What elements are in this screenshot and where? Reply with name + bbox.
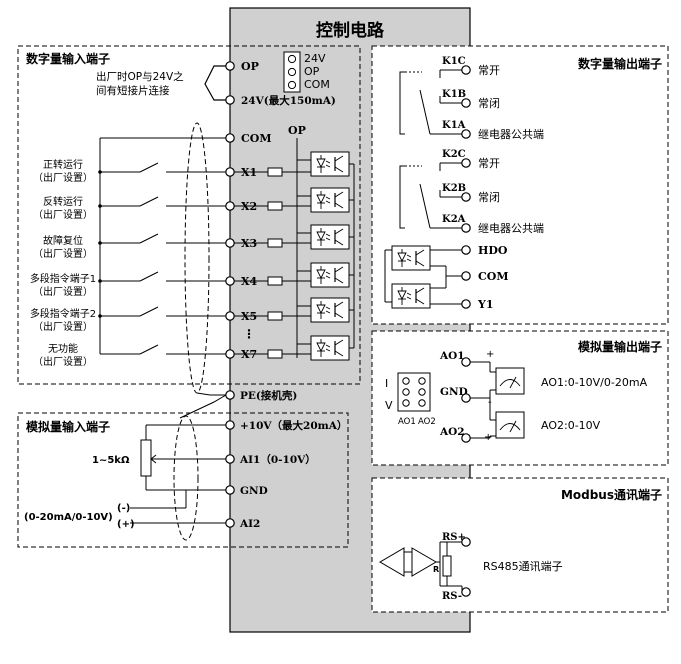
analog-input-title: 模拟量输入端子 [26,419,110,434]
meter-ao2 [495,411,525,439]
diagram-title: 控制电路 [316,20,385,41]
op-24v-jumper-wire [204,65,226,101]
k1b: K1B [442,89,466,100]
ellipsis: ⋮ [243,327,255,341]
func-fault-reset-sub: （出厂设置） [33,247,93,260]
jumper-note-line1: 出厂时OP与24V之 [96,70,184,83]
jumper-note-line2: 间有短接片连接 [96,84,170,97]
terminal-ao1: AO1 [439,350,465,362]
k2b-text: 常闭 [478,191,500,204]
meter2-label: AO2:0-10V [541,419,601,432]
terminal-rs-minus: RS- [442,591,462,602]
terminal-ai2: AI2 [239,518,260,530]
k2c: K2C [442,149,466,160]
digital-input-box [17,45,361,385]
iv-v-label: V [385,399,393,412]
func-reverse: 反转运行 [43,195,83,208]
func-forward: 正转运行 [43,158,83,171]
rs485-transceiver [379,541,463,592]
iv-ao1-label: AO1 [398,417,416,427]
ao2-plus: + [484,432,492,443]
relay1 [399,69,466,135]
terminal-com: COM [241,132,272,145]
jumper-com: COM [304,78,330,91]
func-none: 无功能 [48,342,78,355]
pe-wire [179,392,227,419]
func-multi1: 多段指令端子1 [30,272,96,285]
di-channels [234,167,311,359]
func-fault-reset: 故障复位 [43,234,83,247]
digital-input-title: 数字量输入端子 [26,51,110,66]
func-multi2-sub: （出厂设置） [33,320,93,333]
shield-ellipse-upper [184,122,210,394]
k2a-text: 继电器公共端 [478,222,544,235]
jumper-block [283,51,301,93]
k1a-text: 继电器公共端 [478,128,544,141]
terminal-gnd: GND [240,485,268,497]
external-switch-wiring [99,137,226,355]
k1a: K1A [442,120,466,131]
terminal-rs-plus: RS+ [442,532,466,543]
k1c-text: 常开 [478,64,500,77]
op-bus-label: OP [288,124,306,137]
k2c-text: 常开 [478,157,500,170]
digital-output-box [371,45,669,325]
terminal-10v: +10V（最大20mA） [240,419,347,432]
terminal-ao2: AO2 [439,426,465,438]
func-forward-sub: （出厂设置） [33,171,93,184]
analog-output-title: 模拟量输出端子 [578,339,662,354]
ai2-plus: (+) [117,519,135,530]
terminal-y1: Y1 [477,298,494,311]
meter-ao1 [495,367,525,395]
terminal-pe: PE(接机壳) [240,389,297,402]
ao-meter-wiring [470,361,496,439]
terminal-hdo: HDO [478,244,508,257]
iv-i-label: I [385,377,388,390]
jumper-op: OP [304,65,320,78]
iv-ao2-label: AO2 [418,417,436,427]
terminal-24v: 24V(最大150mA) [241,94,336,107]
analog-input-box [17,412,349,548]
jumper-24v: 24V [304,52,326,65]
func-none-sub: （出厂设置） [33,355,93,368]
shield-ellipse-lower [173,415,199,541]
ao1-minus: - [488,397,492,408]
modbus-title: Modbus通讯端子 [561,487,662,502]
pot-label: 1~5kΩ [92,455,130,466]
digital-output-title: 数字量输出端子 [578,56,662,71]
rs485-label: RS485通讯端子 [483,560,563,573]
k2b: K2B [442,183,466,194]
k1c: K1C [442,56,466,67]
k1b-text: 常闭 [478,97,500,110]
meter1-label: AO1:0-10V/0-20mA [541,376,648,389]
func-reverse-sub: （出厂设置） [33,208,93,221]
func-multi1-sub: （出厂设置） [33,285,93,298]
termination-r: R [433,565,439,574]
ai2-minus: (-) [117,503,130,514]
terminal-op: OP [241,60,259,73]
terminal-ai1: AI1（0-10V） [239,453,316,466]
ao1-plus: + [486,349,494,360]
terminal-do-com: COM [478,270,509,283]
k2a: K2A [442,214,466,225]
modbus-box [371,477,669,613]
terminal-ao-gnd: GND [440,386,468,398]
potentiometer-wiring [130,424,226,524]
ai2-range: (0-20mA/0-10V) [24,512,113,523]
func-multi2: 多段指令端子2 [30,307,96,320]
